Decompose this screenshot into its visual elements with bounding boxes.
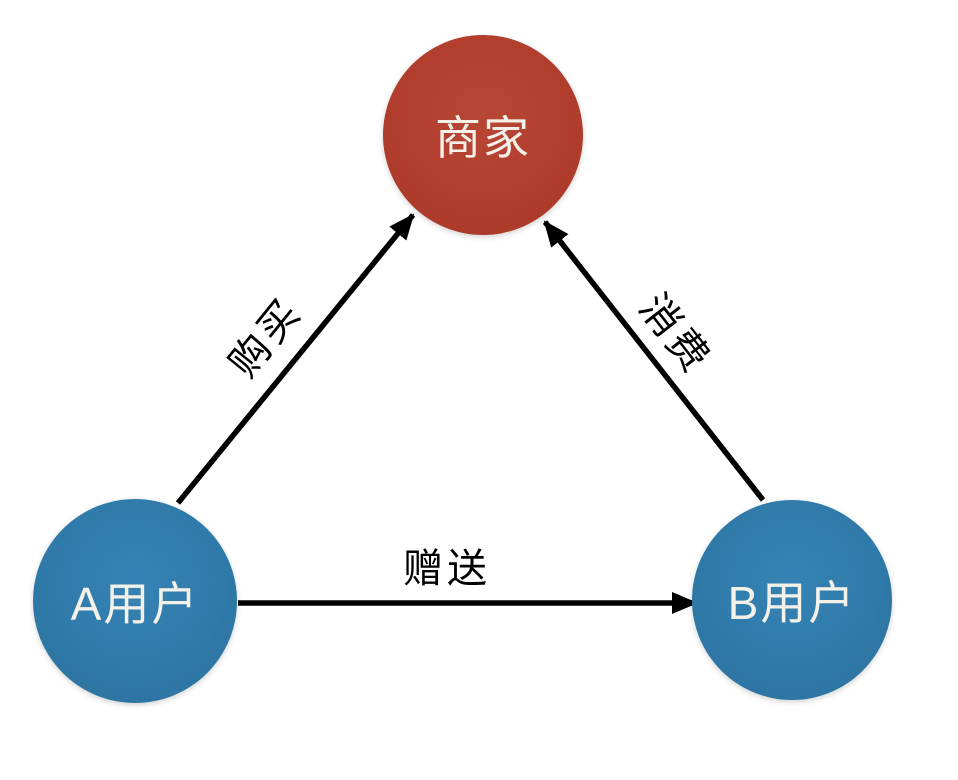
node-user-b-label: B用户 [727, 577, 857, 629]
edge-gift-label: 赠送 [403, 547, 491, 591]
node-merchant: 商家 [383, 35, 583, 235]
node-user-a-label: A用户 [70, 578, 200, 630]
node-user-a: A用户 [33, 499, 237, 703]
edge-buy-arrow [175, 213, 416, 505]
edge-consume-arrow [542, 220, 766, 502]
node-merchant-label: 商家 [435, 112, 531, 164]
node-user-b: B用户 [692, 500, 892, 700]
